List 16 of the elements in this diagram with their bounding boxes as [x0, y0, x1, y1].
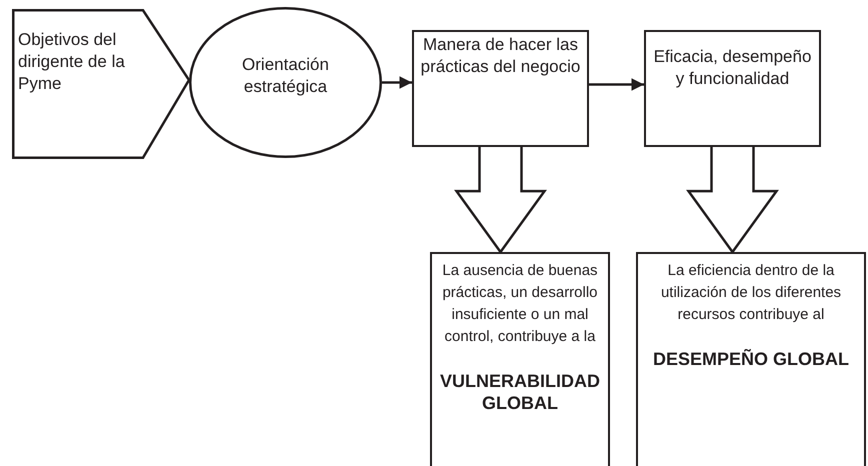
- result-box: [636, 252, 866, 466]
- result-heading: DESEMPEÑO GLOBAL: [652, 348, 849, 370]
- block-arrow: [454, 146, 547, 254]
- node-text: Manera de hacer las prácticas del negocio: [420, 34, 581, 78]
- result-box: [430, 252, 610, 466]
- node-text: Orientación estratégica: [241, 54, 330, 98]
- node-text: Objetivos del dirigente de la Pyme: [18, 29, 126, 95]
- arrow: [382, 76, 412, 89]
- process-box: [644, 30, 821, 147]
- node-text: La ausencia de buenas prácticas, un desarrollo insuficiente o un mal control, contribuye a la: [441, 261, 599, 347]
- process-box: [412, 30, 589, 147]
- result-heading: VULNERABILIDAD GLOBAL: [439, 370, 601, 414]
- node-text: La eficiencia dentro de la utilización de los diferentes recursos contribuye al: [660, 261, 842, 325]
- block-arrow: [686, 146, 779, 254]
- node-text: Eficacia, desempeño y funcionalidad: [652, 46, 812, 90]
- arrow: [589, 78, 644, 91]
